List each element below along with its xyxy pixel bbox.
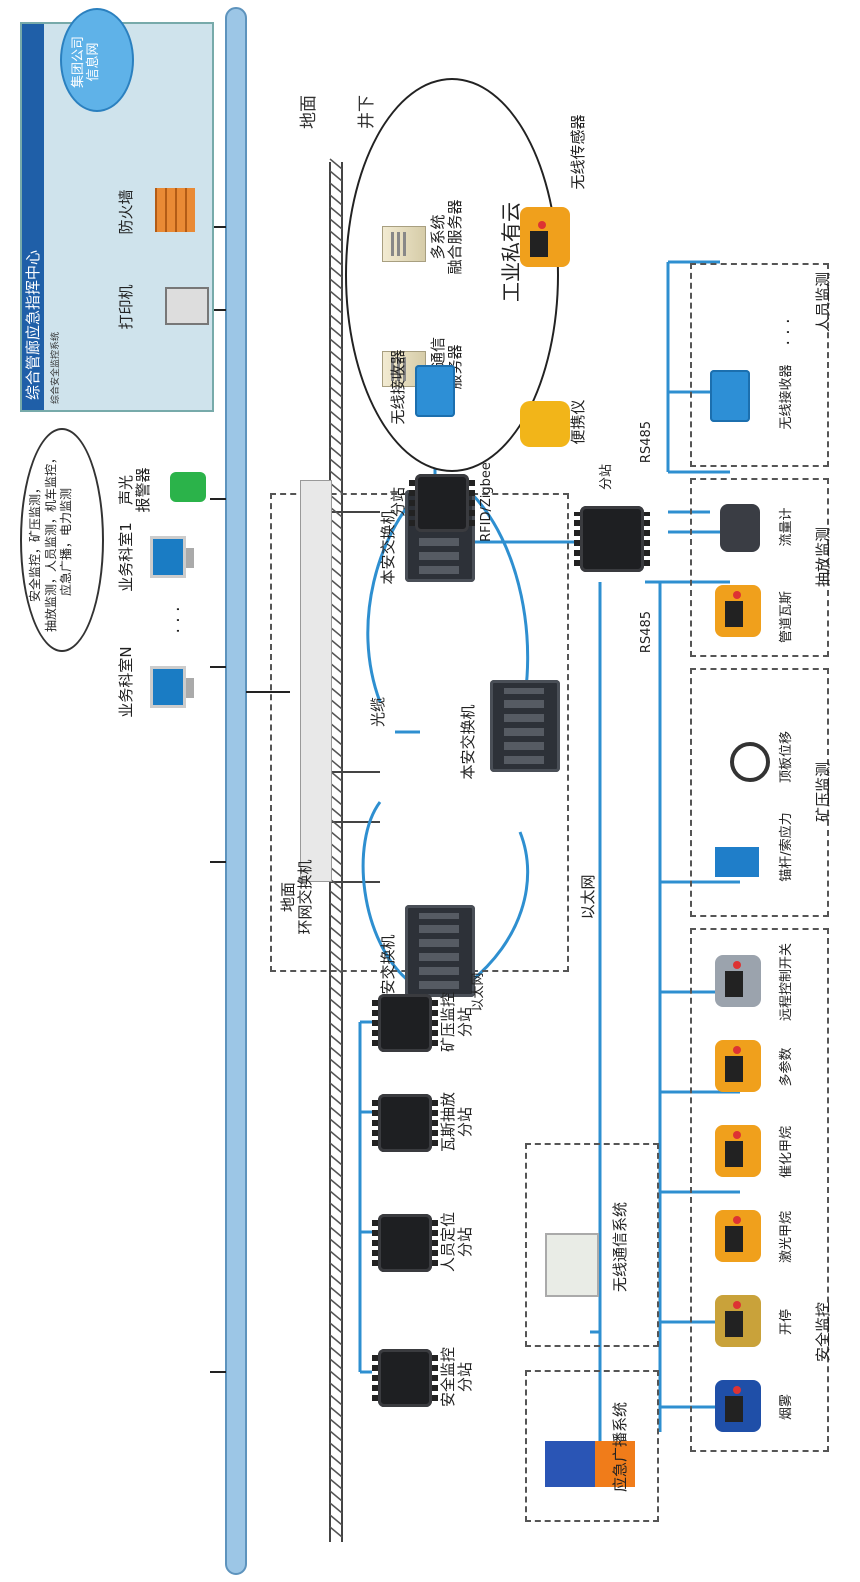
safety-box bbox=[690, 928, 829, 1452]
substation-top-icon bbox=[415, 474, 469, 532]
safety-device-4-icon bbox=[715, 1040, 761, 1092]
safety-device-2-label: 激光甲烷 bbox=[779, 1211, 794, 1264]
ring-switch-label: 地面 环网交换机 bbox=[279, 859, 315, 935]
substation-mid-label: 分站 bbox=[599, 464, 614, 491]
rs485-b-label: RS485 bbox=[639, 420, 654, 464]
roof-displacement-label: 顶板位移 bbox=[779, 731, 794, 784]
substation-personnel-label: 人员定位 分站 bbox=[439, 1212, 475, 1273]
safety-device-1-icon bbox=[715, 1295, 761, 1347]
safety-device-4-label: 多参数 bbox=[779, 1047, 794, 1087]
safety-device-3-icon bbox=[715, 1125, 761, 1177]
flow-meter-icon bbox=[720, 504, 760, 552]
fiber-label: 光缆 bbox=[369, 697, 387, 728]
substation-pressure-icon bbox=[378, 994, 432, 1052]
ring-switch-icon bbox=[300, 480, 332, 882]
office-n-computer-icon bbox=[150, 666, 196, 712]
safety-device-5-label: 远程控制开关 bbox=[779, 943, 794, 1022]
wireless-sensor-icon bbox=[520, 207, 570, 267]
safety-device-0-icon bbox=[715, 1380, 761, 1432]
safety-title: 安全监控 bbox=[814, 1302, 832, 1363]
office-bubble-text: 安全监控，矿压监测， 抽放监测，人员监测，机车监控， 应急广播，电力监测 bbox=[28, 452, 74, 633]
safety-device-5-icon bbox=[715, 955, 761, 1007]
alarm-label: 声光 报警器 bbox=[117, 467, 153, 513]
rfid-label: RFID/Zigbee bbox=[479, 462, 494, 542]
ground-label: 地面 bbox=[299, 95, 319, 129]
substation-top-label: 分站 bbox=[389, 487, 407, 518]
personnel-receiver-icon bbox=[710, 370, 750, 422]
anchor-stress-icon bbox=[715, 847, 759, 877]
personnel-dots: · · · bbox=[779, 318, 799, 346]
portable-instrument-icon bbox=[520, 401, 570, 447]
switch-2-icon bbox=[490, 680, 560, 772]
firewall-label: 防火墙 bbox=[117, 189, 135, 235]
switch-2-label: 本安交换机 bbox=[459, 704, 477, 780]
roof-displacement-icon bbox=[730, 742, 770, 782]
broadcast-label: 应急广播系统 bbox=[611, 1402, 629, 1493]
pipeline-gas-label: 管道瓦斯 bbox=[779, 591, 794, 644]
fusion-server-icon bbox=[382, 226, 426, 262]
office-dots: · · · bbox=[169, 606, 189, 634]
safety-device-2-icon bbox=[715, 1210, 761, 1262]
wireless-sensor-label: 无线传感器 bbox=[569, 114, 587, 190]
broadcast-device-icon bbox=[545, 1441, 595, 1487]
wireless-receiver-top-icon bbox=[415, 365, 455, 417]
fusion-server-label: 多系统 融合服务器 bbox=[429, 199, 465, 275]
pipeline-gas-icon bbox=[715, 585, 761, 637]
office-1-computer-icon bbox=[150, 536, 196, 582]
alarm-icon bbox=[170, 472, 206, 502]
safety-device-1-label: 开停 bbox=[779, 1309, 794, 1336]
printer-icon bbox=[165, 287, 209, 325]
substation-pressure-label: 矿压监控 分站 bbox=[439, 992, 475, 1053]
personnel-title: 人员监测 bbox=[814, 272, 832, 333]
flow-meter-label: 流量计 bbox=[779, 507, 794, 547]
substation-gas-icon bbox=[378, 1094, 432, 1152]
corp-net-label: 集团公司 信息网 bbox=[71, 36, 101, 89]
main-bus bbox=[225, 7, 247, 1575]
office-n-label: 业务科室N bbox=[117, 646, 135, 718]
extraction-title: 抽放监测 bbox=[814, 527, 832, 588]
substation-gas-label: 瓦斯抽放 分站 bbox=[439, 1092, 475, 1153]
pressure-title: 矿压监测 bbox=[814, 762, 832, 823]
control-center-title: 综合管廊应急指挥中心 bbox=[22, 24, 44, 410]
firewall-icon bbox=[155, 188, 195, 232]
rs485-a-label: RS485 bbox=[639, 610, 654, 654]
anchor-stress-label: 锚杆/索应力 bbox=[779, 812, 794, 882]
printer-label: 打印机 bbox=[117, 284, 135, 330]
underground-label: 井下 bbox=[357, 95, 377, 129]
substation-safety-icon bbox=[378, 1349, 432, 1407]
control-center-subtitle: 综合安全监控系统 bbox=[51, 331, 61, 404]
safety-device-3-label: 催化甲烷 bbox=[779, 1126, 794, 1179]
wireless-comm-label: 无线通信系统 bbox=[611, 1202, 629, 1293]
office-1-label: 业务科室1 bbox=[117, 522, 135, 592]
wireless-ap-icon bbox=[545, 1233, 599, 1297]
substation-safety-label: 安全监控 分站 bbox=[439, 1347, 475, 1408]
portable-label: 便携仪 bbox=[569, 399, 587, 445]
ethernet-label: 以太网 bbox=[579, 874, 597, 920]
safety-device-0-label: 烟雾 bbox=[779, 1394, 794, 1421]
wireless-receiver-top-label: 无线接收器 bbox=[389, 349, 407, 425]
personnel-box bbox=[690, 263, 829, 467]
pressure-box bbox=[690, 668, 829, 917]
substation-mid-icon bbox=[580, 506, 644, 572]
substation-personnel-icon bbox=[378, 1214, 432, 1272]
personnel-receiver-label: 无线接收器 bbox=[779, 364, 794, 430]
